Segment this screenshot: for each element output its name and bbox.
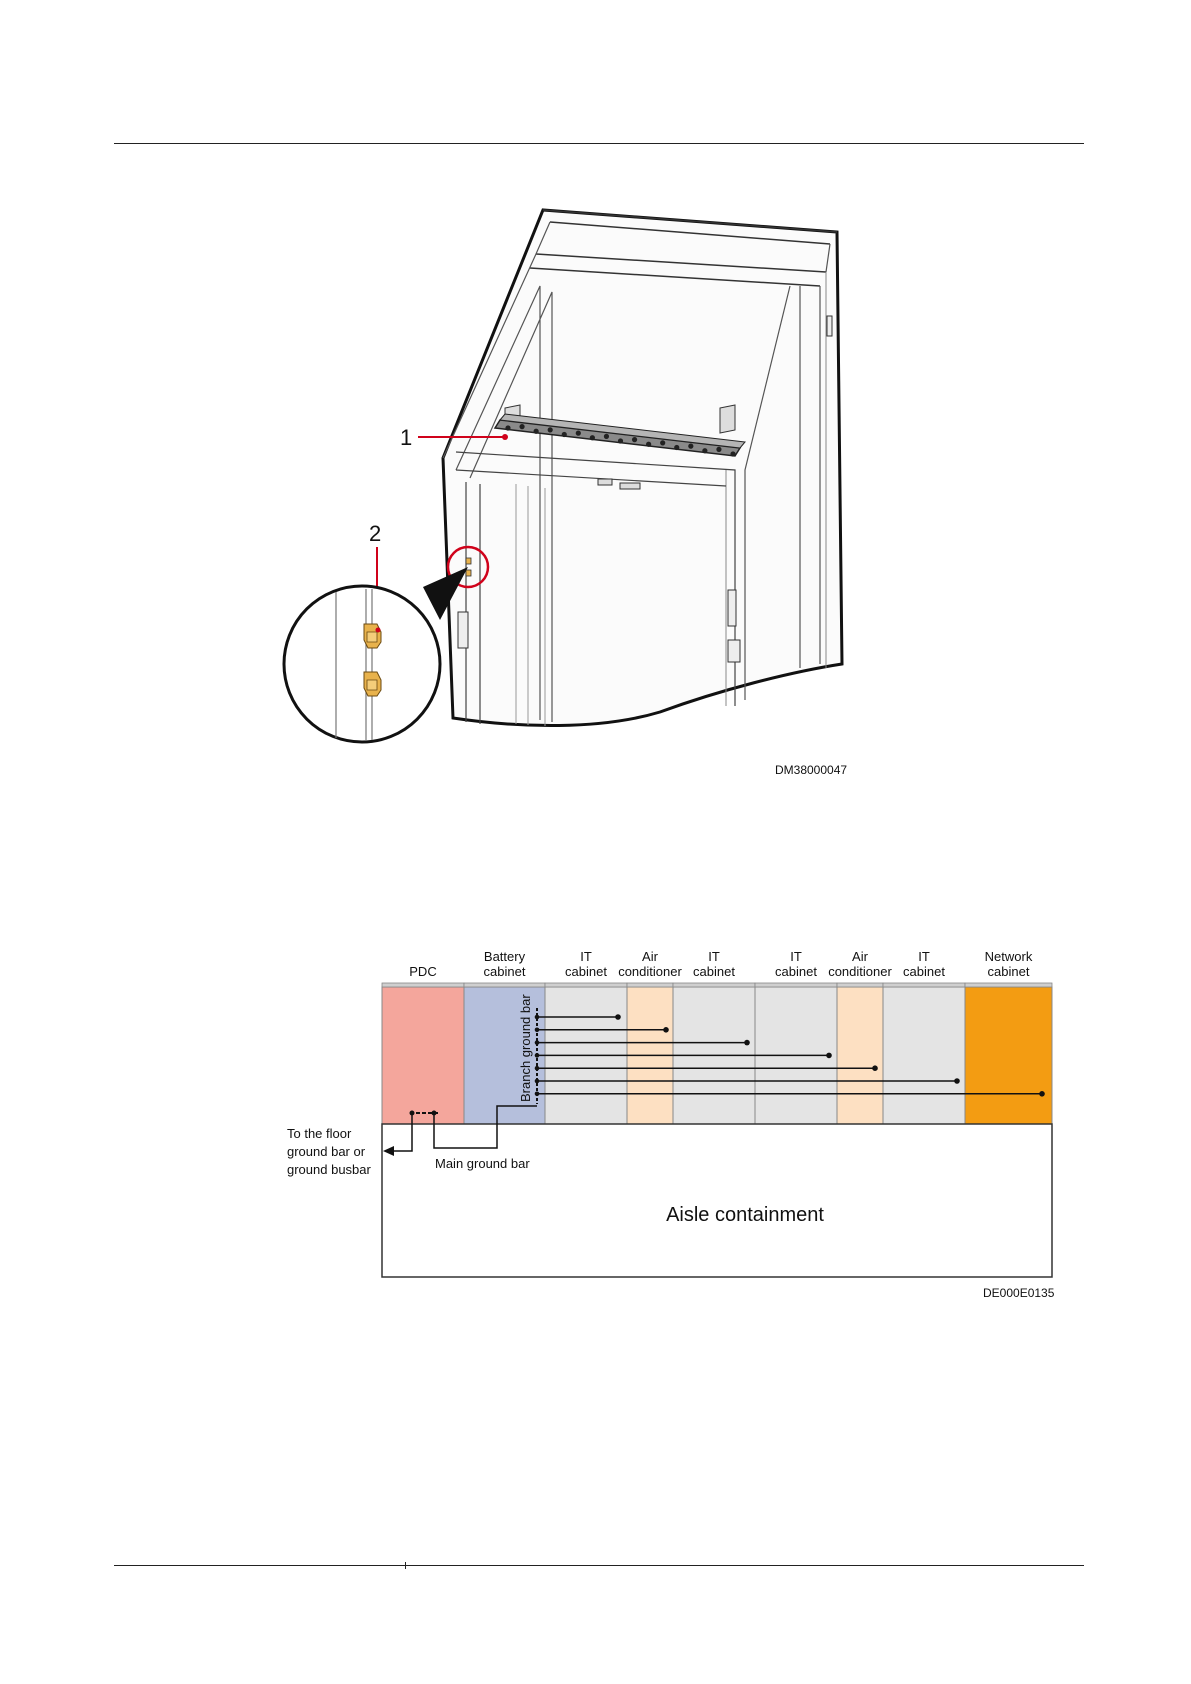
cabinet-ground-point (615, 1014, 621, 1020)
cabinet-ground-point (826, 1053, 832, 1059)
ground-bar-hole (646, 442, 651, 447)
cabinet-row (382, 983, 1052, 1124)
ground-bar-hole (576, 431, 581, 436)
branch-terminal (535, 1079, 540, 1084)
ground-bar-hole (534, 429, 539, 434)
ground-bar-hole (674, 445, 679, 450)
aisle-containment (382, 1124, 1052, 1277)
cabinet-ground-illustration: 1 2 DM38000047 (0, 0, 1191, 800)
ground-bar-hole (590, 435, 595, 440)
cabinet-block (464, 987, 545, 1124)
cabinet-top-edge (382, 983, 464, 987)
ground-bar-hole (716, 447, 721, 452)
cabinet-top-edge (673, 983, 755, 987)
cabinet-outline (443, 210, 842, 726)
magnified-view (284, 586, 440, 742)
ground-bar-hole (505, 425, 510, 430)
cabinet-label-top: Network (985, 949, 1033, 964)
cabinet-label-top: IT (708, 949, 720, 964)
ground-bar-hole (562, 432, 567, 437)
branch-terminal (535, 1040, 540, 1045)
floor-note-line-3: ground busbar (287, 1162, 372, 1177)
cabinet-label-top: IT (580, 949, 592, 964)
cabinet-block (755, 987, 837, 1124)
branch-ground-bar-label: Branch ground bar (518, 994, 533, 1102)
ground-bar-hole (702, 448, 707, 453)
cabinet-ground-point (1039, 1091, 1045, 1097)
cabinet-top-edge (545, 983, 627, 987)
cabinet-block (837, 987, 883, 1124)
ground-bar-hole (632, 437, 637, 442)
ground-bar-hole (604, 434, 609, 439)
cabinet-block (673, 987, 755, 1124)
branch-terminal (535, 1028, 540, 1033)
magnified-screw-upper (364, 624, 381, 648)
cabinet-block (627, 987, 673, 1124)
ground-bar-hole (688, 444, 693, 449)
cabinet-label-top: Air (642, 949, 659, 964)
branch-terminal (535, 1092, 540, 1097)
cabinet-top-edge (837, 983, 883, 987)
cabinet-ground-point (663, 1027, 669, 1033)
cabinet-ground-point (744, 1040, 750, 1046)
cabinet-block (965, 987, 1052, 1124)
cabinet-top-edge (627, 983, 673, 987)
cabinet-top-edge (965, 983, 1052, 987)
cabinet-label-bottom: cabinet (565, 964, 607, 979)
cabinet-label-bottom: cabinet (903, 964, 945, 979)
floor-note-line-1: To the floor (287, 1126, 352, 1141)
cabinet-label-bottom: cabinet (775, 964, 817, 979)
cabinet-ground-point (872, 1065, 878, 1071)
ground-bar-hole (730, 451, 735, 456)
cabinet-label-bottom: cabinet (988, 964, 1030, 979)
cabinet-label-top: Air (852, 949, 869, 964)
figure-1-code: DM38000047 (775, 763, 847, 777)
ground-bar-hole (618, 438, 623, 443)
footer-divider (405, 1562, 406, 1569)
branch-ground-cables (535, 1014, 1045, 1096)
cabinet-top-edge (755, 983, 837, 987)
ground-bar-hole (548, 427, 553, 432)
cabinet-label-bottom: cabinet (693, 964, 735, 979)
cabinet-label-top: Battery (484, 949, 526, 964)
cabinet-label-bottom: conditioner (618, 964, 682, 979)
branch-terminal (535, 1066, 540, 1071)
cabinet-label-bottom: conditioner (828, 964, 892, 979)
aisle-containment-label: Aisle containment (666, 1204, 824, 1226)
branch-terminal (535, 1053, 540, 1058)
callout-1-label: 1 (400, 425, 412, 450)
cabinet-top-edge (883, 983, 965, 987)
footer-rule (114, 1565, 1084, 1566)
cabinet-ground-point (954, 1078, 960, 1084)
magnified-screw-lower (364, 672, 381, 696)
floor-ground-arrow (383, 1146, 394, 1156)
figure-2-code: DE000E0135 (983, 1286, 1055, 1300)
ground-bar-hole (519, 424, 524, 429)
cabinet-labels: PDCBatterycabinetITcabinetAirconditioner… (409, 949, 1033, 979)
main-ground-bar-label: Main ground bar (435, 1156, 530, 1171)
ground-bar-hole (660, 440, 665, 445)
main-to-branch-cable (434, 1106, 537, 1148)
floor-ground-cable (393, 1113, 412, 1151)
cabinet-label-bottom: cabinet (484, 964, 526, 979)
cabinet-label-top: IT (918, 949, 930, 964)
floor-note-line-2: ground bar or (287, 1144, 366, 1159)
cabinet-block (545, 987, 627, 1124)
cabinet-label-top: IT (790, 949, 802, 964)
branch-terminal (535, 1015, 540, 1020)
cabinet-block (382, 987, 464, 1124)
cabinet-label-bottom: PDC (409, 964, 436, 979)
cabinet-top-edge (464, 983, 545, 987)
cabinet-block (883, 987, 965, 1124)
callout-2-label: 2 (369, 521, 381, 546)
